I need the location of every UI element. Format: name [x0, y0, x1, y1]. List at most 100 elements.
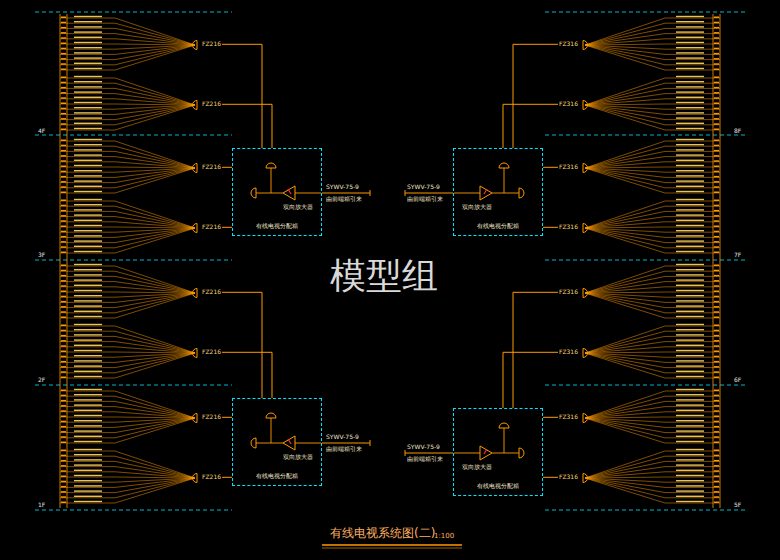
outlet-terminal [714, 171, 719, 173]
outlet-terminal [61, 150, 66, 152]
outlet-cable [585, 211, 720, 228]
floor-divider [35, 12, 232, 13]
outlet-tag-mark [74, 144, 102, 145]
outlet-tag-mark [74, 389, 102, 390]
outlet-terminal [61, 410, 66, 412]
outlet-cable [60, 28, 195, 45]
outlet-tag-mark [74, 311, 102, 312]
outlet-cable [60, 336, 195, 353]
outlet-terminal [61, 291, 66, 293]
internal-wire [454, 428, 519, 453]
outlet-tag-mark [74, 26, 102, 27]
outlet-terminal [61, 205, 66, 207]
outlet-tag-mark [676, 360, 704, 361]
outlet-tag-mark [676, 404, 704, 405]
outlet-tag-mark [74, 274, 102, 275]
tap-symbol [583, 289, 588, 298]
outlet-terminal [714, 470, 719, 472]
outlet-cable [60, 282, 195, 293]
trunk-cable [405, 193, 453, 194]
outlet-cable [60, 276, 195, 293]
floor-label: 6F [734, 377, 741, 384]
trunk-cable [322, 443, 370, 444]
tap-label: FZ216 [201, 101, 222, 108]
outlet-tag-mark [676, 97, 704, 98]
amplifier-symbol [480, 446, 492, 460]
outlet-cable [60, 418, 195, 433]
outlet-tag-mark [74, 102, 102, 103]
outlet-terminal [61, 166, 66, 168]
outlet-terminal [714, 77, 719, 79]
outlet-cable [60, 401, 195, 418]
internal-wire [256, 168, 321, 193]
outlet-terminal [714, 481, 719, 483]
outlet-terminal [714, 155, 719, 157]
outlet-terminal [61, 361, 66, 363]
tap-symbol [583, 349, 588, 358]
outlet-terminal [61, 215, 66, 217]
outlet-tag-mark [74, 170, 102, 171]
outlet-terminal [61, 431, 66, 433]
outlet-terminal [61, 285, 66, 287]
outlet-tag-mark [74, 204, 102, 205]
outlet-terminal [714, 280, 719, 282]
tap-label: FZ316 [558, 224, 579, 231]
outlet-tag-mark [676, 454, 704, 455]
outlet-terminal [61, 113, 66, 115]
outlet-tag-mark [74, 485, 102, 486]
outlet-terminal [61, 476, 66, 478]
outlet-cable [60, 105, 195, 125]
outlet-cable [585, 347, 720, 353]
outlet-tag-mark [676, 154, 704, 155]
outlet-cable [60, 88, 195, 105]
outlet-tag-mark [676, 144, 704, 145]
outlet-cable [585, 227, 720, 228]
outlet-cable [585, 271, 720, 293]
outlet-terminal [714, 306, 719, 308]
cable-end-tick [370, 440, 371, 446]
outlet-tag-mark [74, 240, 102, 241]
outlet-terminal [61, 460, 66, 462]
outlet-tag-mark [74, 475, 102, 476]
outlet-cable [60, 293, 195, 308]
outlet-terminal [61, 455, 66, 457]
outlet-cable [60, 105, 195, 130]
tap-label: FZ216 [201, 349, 222, 356]
outlet-cable [585, 418, 720, 443]
outlet-terminal [714, 97, 719, 99]
outlet-tag-mark [74, 470, 102, 471]
outlet-terminal [714, 291, 719, 293]
outlet-cable [585, 162, 720, 168]
distribution-box: 双向放大器有线电视分配箱 [453, 148, 543, 236]
outlet-terminal [61, 48, 66, 50]
outlet-cable [60, 217, 195, 228]
outlet-terminal [714, 226, 719, 228]
outlet-tag-mark [676, 300, 704, 301]
outlet-tag-mark [74, 404, 102, 405]
outlet-terminal [714, 220, 719, 222]
outlet-fan [60, 324, 197, 378]
outlet-terminal [714, 48, 719, 50]
floor-divider [545, 385, 745, 386]
tap-model: FZ316 [559, 41, 578, 48]
outlet-terminal [714, 160, 719, 162]
outlet-cable [60, 353, 195, 368]
tap-model: FZ216 [202, 41, 221, 48]
outlet-terminal [714, 426, 719, 428]
outlet-cable [585, 353, 720, 378]
outlet-terminal [714, 82, 719, 84]
outlet-tag-mark [676, 324, 704, 325]
outlet-tag-mark [676, 290, 704, 291]
cable-source: 由前端箱引来 [407, 456, 443, 463]
outlet-terminal [714, 17, 719, 19]
tap-symbol [583, 224, 588, 233]
watermark: 模型组 [330, 256, 438, 296]
cable-end-tick [405, 450, 406, 456]
outlet-tag-mark [676, 52, 704, 53]
tap-model: FZ316 [559, 414, 578, 421]
outlet-terminal [61, 481, 66, 483]
outlet-terminal [714, 252, 719, 254]
outlet-fan [583, 324, 720, 378]
outlet-cable [585, 472, 720, 478]
